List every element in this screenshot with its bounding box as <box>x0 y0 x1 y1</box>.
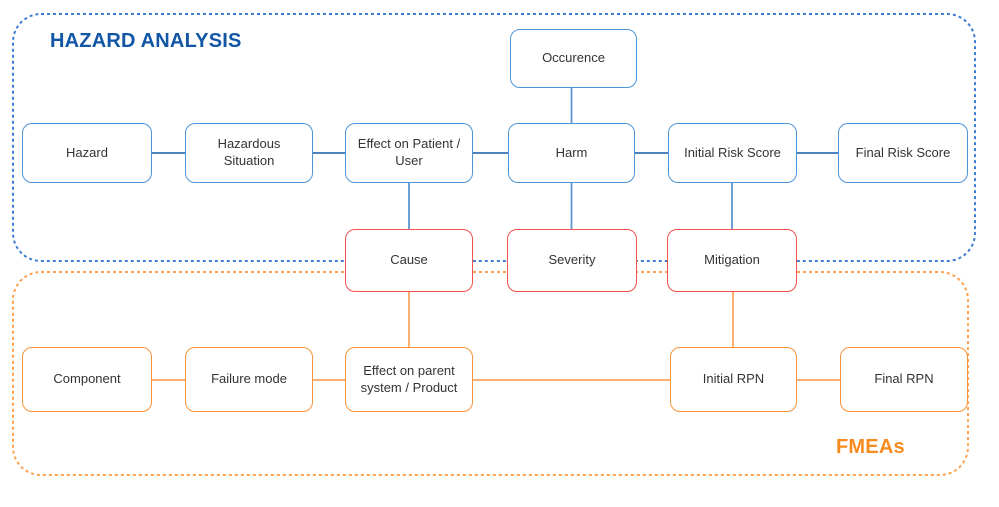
node-mitigation: Mitigation <box>667 229 797 292</box>
node-severity: Severity <box>507 229 637 292</box>
node-hazard: Hazard <box>22 123 152 183</box>
node-failure-mode: Failure mode <box>185 347 313 412</box>
fmea-region-outline <box>12 271 969 476</box>
node-effect-on-patient: Effect on Patient / User <box>345 123 473 183</box>
node-initial-risk-score: Initial Risk Score <box>668 123 797 183</box>
node-occurence: Occurence <box>510 29 637 88</box>
node-final-rpn: Final RPN <box>840 347 968 412</box>
node-hazardous-situation: Hazardous Situation <box>185 123 313 183</box>
fmea-title: FMEAs <box>836 436 905 458</box>
node-final-risk-score: Final Risk Score <box>838 123 968 183</box>
node-component: Component <box>22 347 152 412</box>
hazard-analysis-title: HAZARD ANALYSIS <box>50 30 242 52</box>
hazard-analysis-region-outline <box>12 13 976 262</box>
node-initial-rpn: Initial RPN <box>670 347 797 412</box>
node-effect-on-parent: Effect on parent system / Product <box>345 347 473 412</box>
node-cause: Cause <box>345 229 473 292</box>
node-harm: Harm <box>508 123 635 183</box>
